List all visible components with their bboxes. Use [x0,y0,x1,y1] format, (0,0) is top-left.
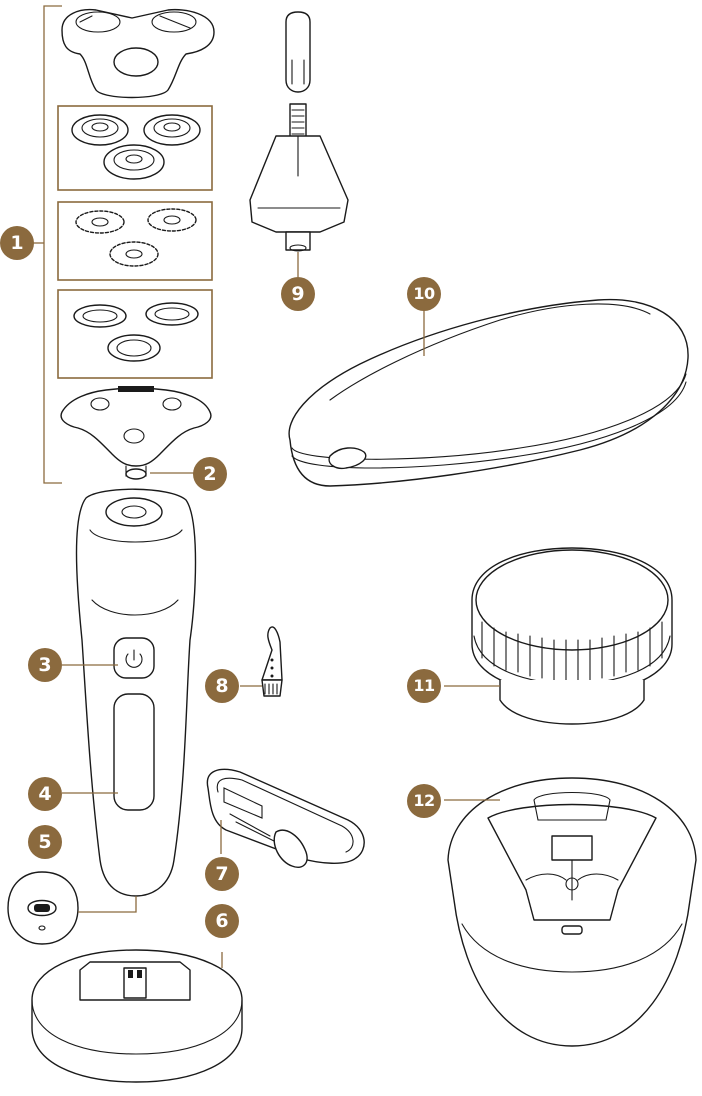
retaining-rings-box [58,290,212,378]
callout-2: 2 [193,457,227,491]
shaving-cutters-box [58,106,212,190]
shaving-head-frame [62,10,214,98]
cutter-wheels-box [58,202,212,280]
callout-3: 3 [28,648,62,682]
callout-5: 5 [28,825,62,859]
callout-9: 9 [281,277,315,311]
shaving-head-holder [61,386,211,479]
callout-4: 4 [28,777,62,811]
quick-clean-pod [448,778,696,1046]
cleaning-cartridge [472,548,672,724]
callout-10: 10 [407,277,441,311]
callout-7: 7 [205,857,239,891]
supply-unit [207,769,364,867]
cleaning-brush [262,627,282,696]
callout-6: 6 [205,904,239,938]
callout-11: 11 [407,669,441,703]
precision-trimmer [250,12,348,251]
pouch [289,300,688,486]
callout-1: 1 [0,226,34,260]
callout-8: 8 [205,669,239,703]
callout-12: 12 [407,784,441,818]
shaver-handle [77,489,196,896]
charging-stand [32,950,242,1082]
